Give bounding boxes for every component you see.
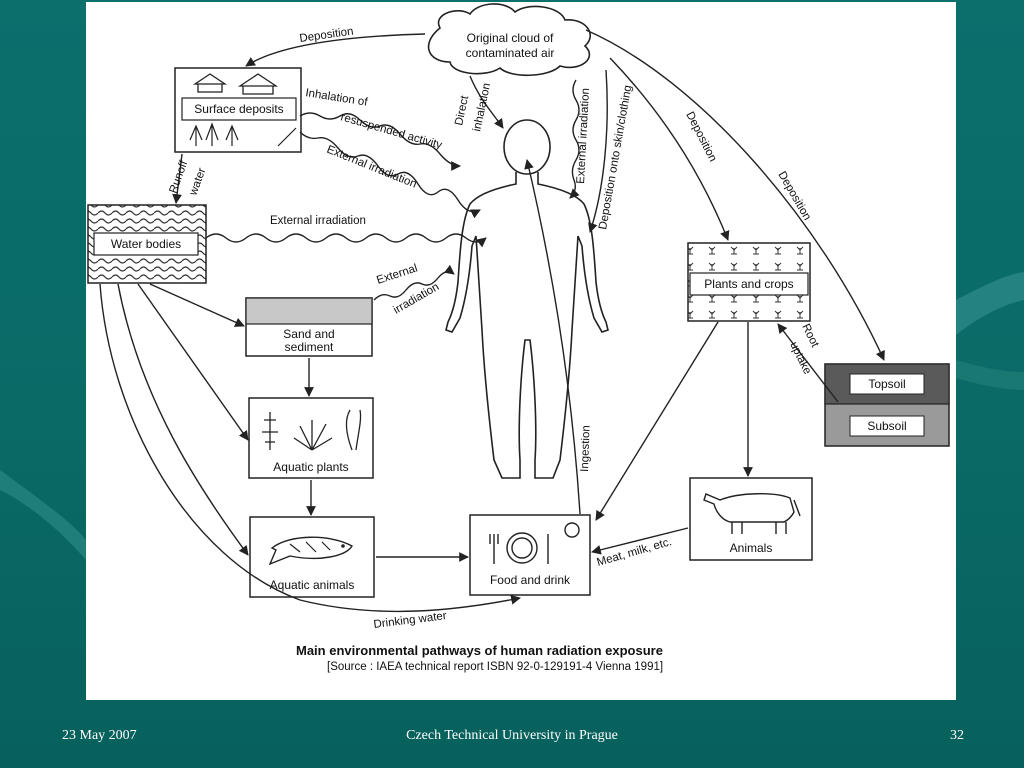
label-external-irradiation-cloud: External irradiation <box>575 88 592 184</box>
contaminated-air-cloud: Original cloud of contaminated air <box>427 3 591 77</box>
diagram-caption: Main environmental pathways of human rad… <box>296 643 663 658</box>
aquatic-animals-node: Aquatic animals <box>249 516 375 598</box>
aquatic-plants-node: Aquatic plants <box>248 397 374 479</box>
label-inhalation-line1: Inhalation of <box>305 87 370 109</box>
fish-icon <box>268 536 353 566</box>
label-ingestion: Ingestion <box>579 425 593 472</box>
pathway-arrows <box>99 29 885 613</box>
diagram-source: [Source : IAEA technical report ISBN 92-… <box>327 661 663 673</box>
plants-and-crops-label: Plants and crops <box>704 277 793 291</box>
place-setting-icon <box>489 522 580 564</box>
topsoil-label: Topsoil <box>868 377 905 391</box>
footer-page-number: 32 <box>950 728 964 743</box>
aquatic-animals-label: Aquatic animals <box>270 578 355 592</box>
label-external-irradiation-water: External irradiation <box>270 215 366 227</box>
label-root-line1: Root <box>799 322 821 350</box>
diagram-panel: Original cloud of contaminated air Surfa… <box>86 2 956 700</box>
irradiation-arrows <box>205 79 580 301</box>
aquatic-plant-icon <box>262 409 362 451</box>
radiation-pathways-diagram: Original cloud of contaminated air Surfa… <box>87 3 950 673</box>
food-and-drink-label: Food and drink <box>490 573 571 587</box>
water-bodies-label: Water bodies <box>111 237 181 251</box>
label-deposition-soil: Deposition <box>775 170 813 223</box>
cloud-label-line2: contaminated air <box>466 46 555 60</box>
sand-sediment-node: Sand and sediment <box>245 297 373 357</box>
label-direct-inhalation-line2: inhalation <box>471 82 493 133</box>
tree-icon <box>189 122 297 147</box>
animals-node: Animals <box>689 477 813 561</box>
surface-deposits-label: Surface deposits <box>194 102 283 116</box>
label-drinking-water: Drinking water <box>373 610 448 631</box>
footer-institution: Czech Technical University in Prague <box>406 728 618 743</box>
label-deposition-skin: Deposition onto skin/clothing <box>597 84 634 230</box>
surface-deposits-node: Surface deposits <box>174 67 302 153</box>
label-external-sand-line2: irradiation <box>392 281 442 317</box>
water-bodies-node: Water bodies <box>87 204 207 284</box>
label-deposition-crops: Deposition <box>683 110 718 164</box>
label-runoff-line1: Runoff <box>168 159 191 196</box>
footer-date: 23 May 2007 <box>62 728 137 743</box>
human-figure-icon <box>445 119 609 479</box>
sand-label-line1: Sand and <box>283 327 334 341</box>
subsoil-label: Subsoil <box>867 419 906 433</box>
soil-node: Topsoil Subsoil <box>824 363 950 447</box>
sand-label-line2: sediment <box>285 340 334 354</box>
label-external-sand-line1: External <box>375 262 419 286</box>
food-and-drink-node: Food and drink <box>469 514 591 596</box>
aquatic-plants-label: Aquatic plants <box>273 460 348 474</box>
plants-and-crops-node: Plants and crops <box>687 242 811 322</box>
label-inhalation-line2: resuspended activity <box>339 111 443 152</box>
cloud-label-line1: Original cloud of <box>467 31 554 45</box>
house-icon <box>192 73 279 95</box>
animals-label: Animals <box>730 541 773 555</box>
label-external-irradiation-surface: External irradiation <box>325 144 418 191</box>
label-runoff-line2: water <box>187 166 208 198</box>
label-direct-inhalation-line1: Direct <box>453 94 471 127</box>
cow-icon <box>703 493 801 534</box>
